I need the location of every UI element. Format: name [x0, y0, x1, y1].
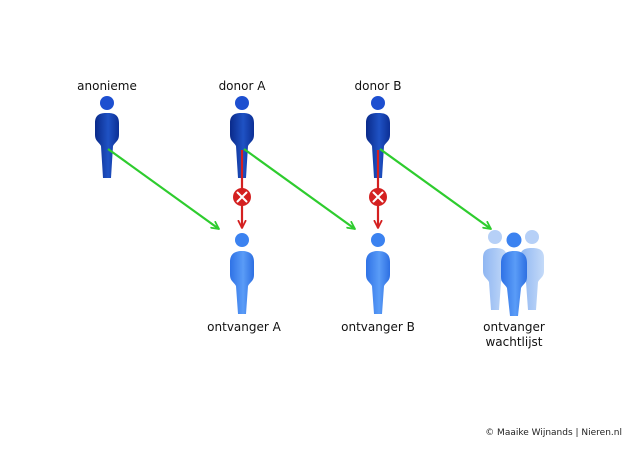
arrow-donor-b-to-waitlist — [379, 148, 492, 230]
person-icon — [230, 96, 254, 178]
blocked-icon — [233, 188, 251, 206]
person-icon — [230, 233, 254, 314]
blocked-icon — [369, 188, 387, 206]
group-icon — [483, 230, 544, 316]
person-icon — [366, 233, 390, 314]
copyright-credit: © Maaike Wijnands | Nieren.nl — [485, 428, 622, 438]
blocked-arrow-donor-a — [233, 150, 251, 229]
label-donor-a: donor A — [218, 79, 266, 93]
label-anonymous: anonieme — [77, 79, 137, 93]
person-icon — [366, 96, 390, 178]
label-recipient-waitlist-line1: ontvanger — [483, 320, 545, 334]
arrow-anonymous-to-recipient-a — [107, 148, 220, 230]
label-recipient-waitlist-line2: wachtlijst — [485, 335, 543, 349]
label-recipient-a: ontvanger A — [207, 320, 281, 334]
label-donor-b: donor B — [354, 79, 402, 93]
label-recipient-b: ontvanger B — [341, 320, 415, 334]
person-icon — [95, 96, 119, 178]
blocked-arrow-donor-b — [369, 150, 387, 229]
arrow-donor-a-to-recipient-b — [243, 148, 356, 230]
label-recipient-waitlist: ontvanger wachtlijst — [483, 320, 545, 350]
